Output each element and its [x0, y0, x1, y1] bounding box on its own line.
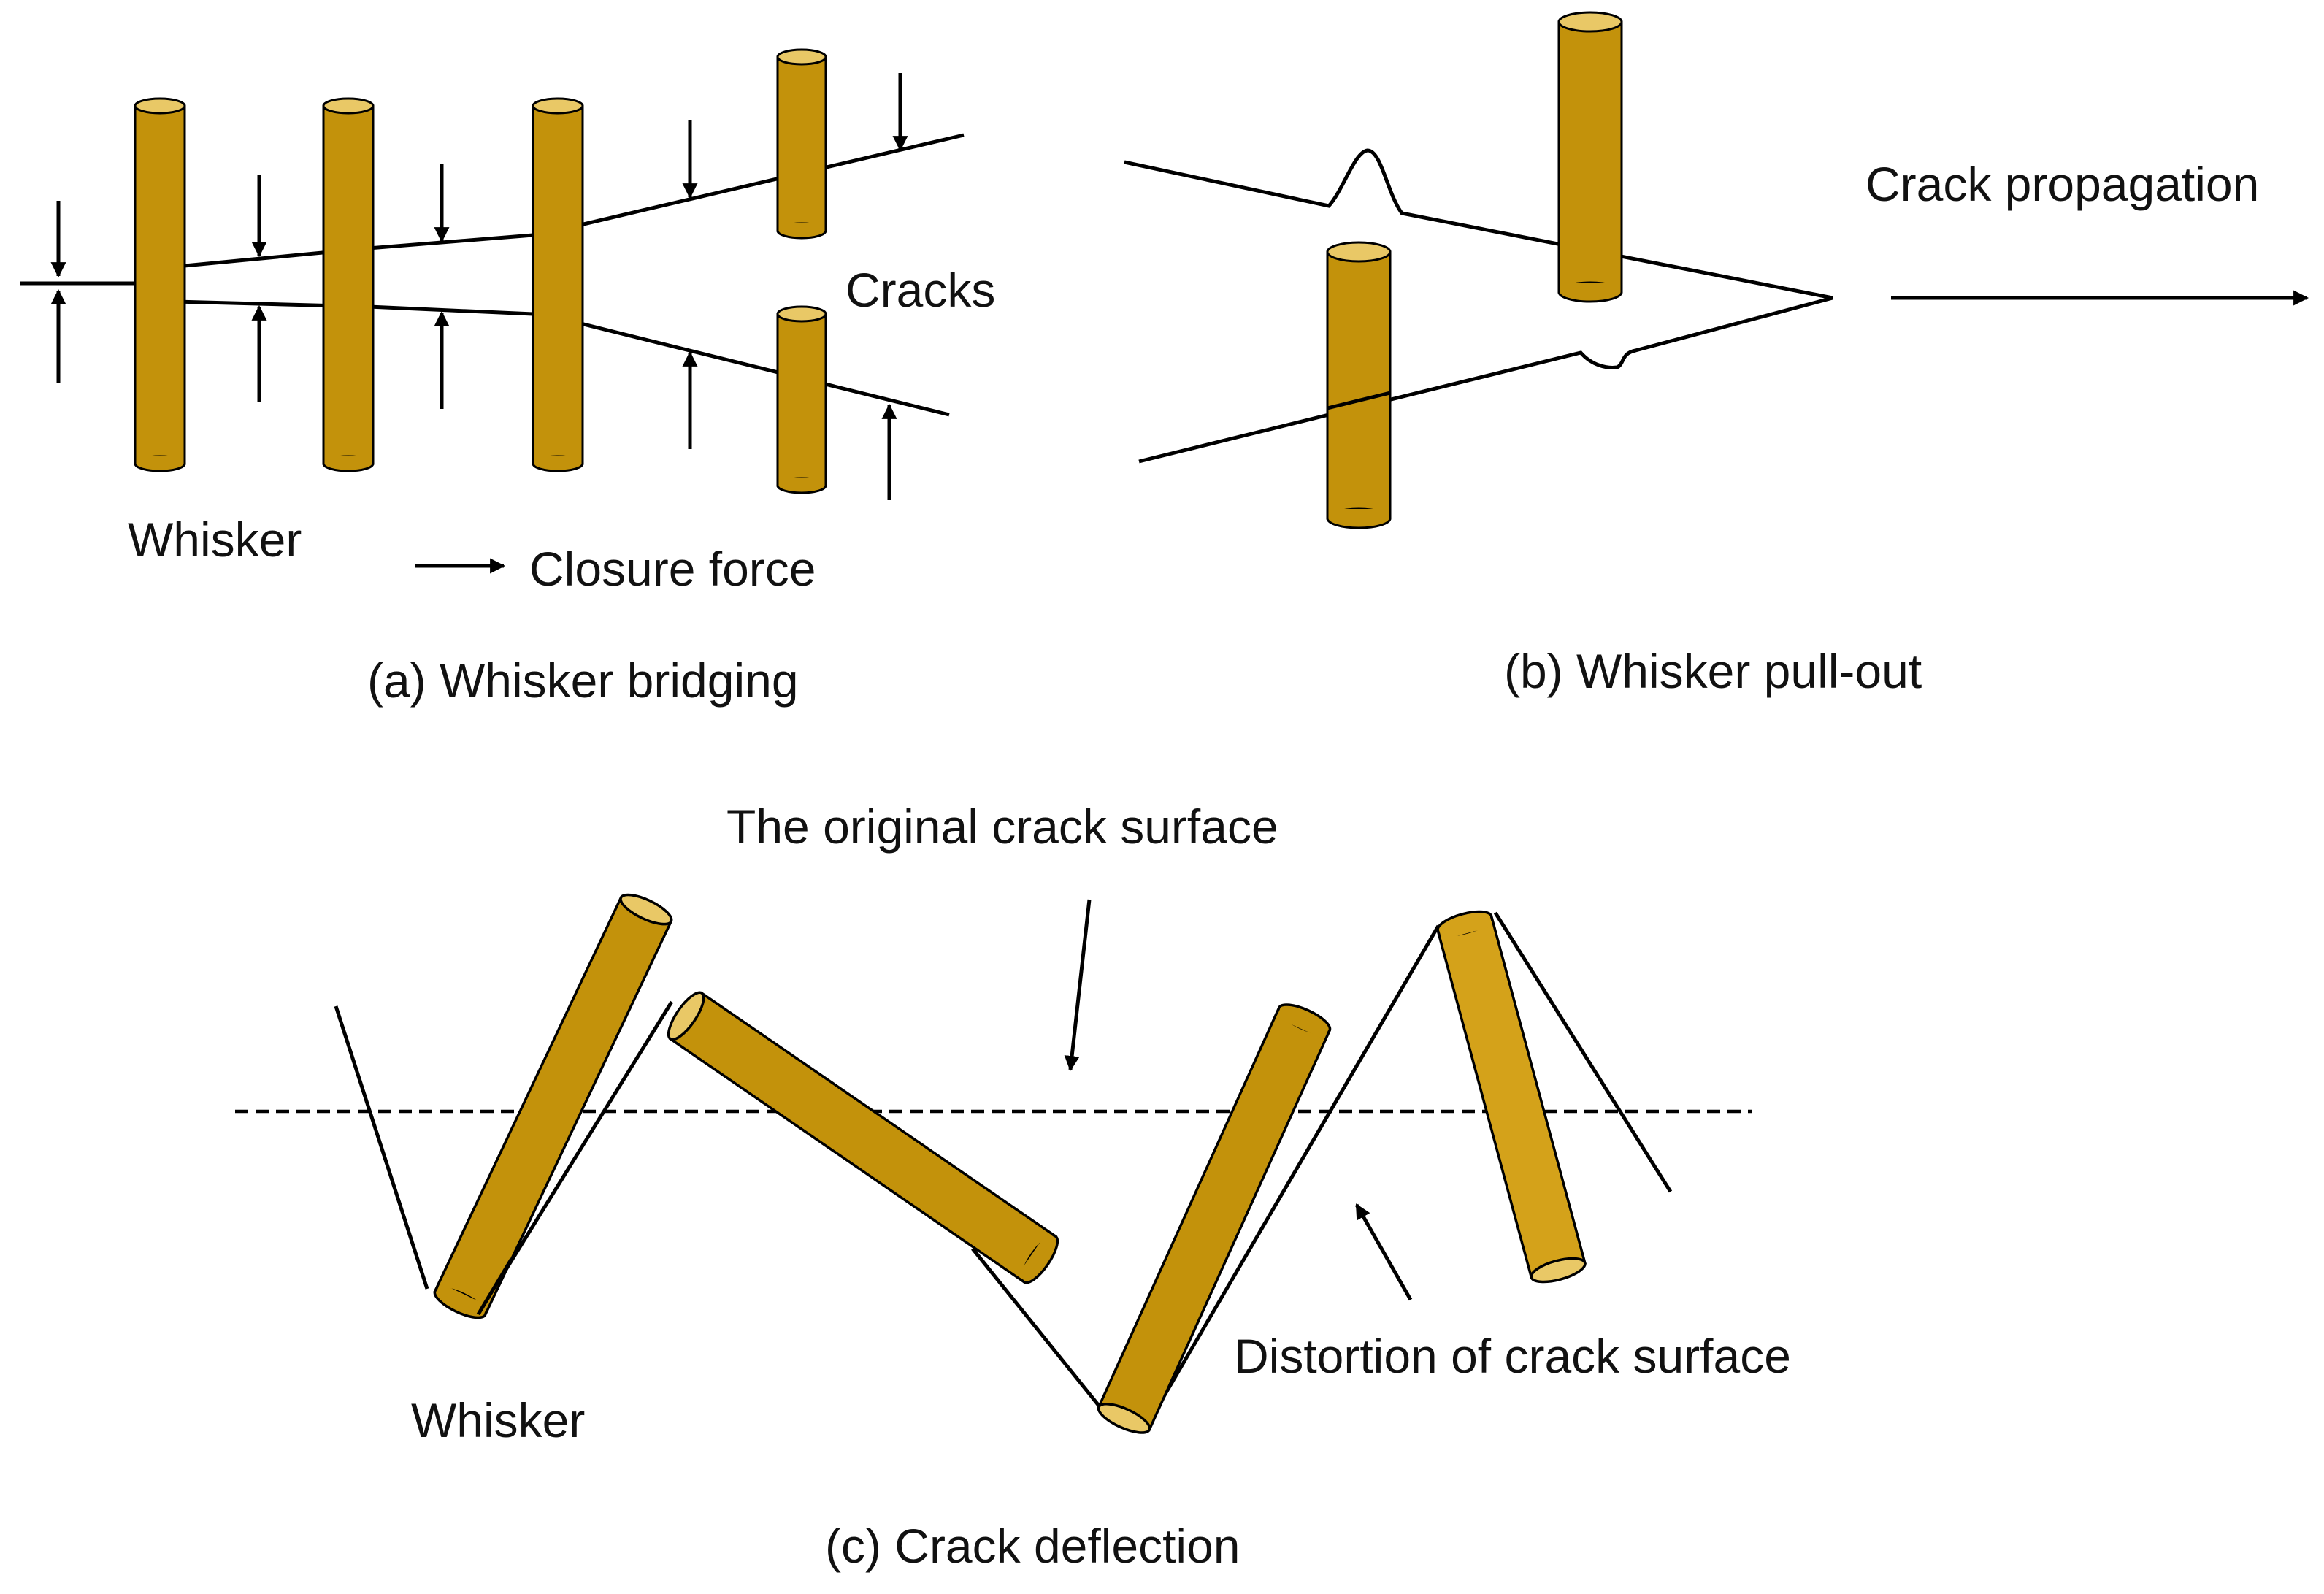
deflected-crack-path: [476, 1258, 513, 1316]
deflected-crack-path: [1493, 911, 1673, 1193]
crack-upper-surface: [1124, 148, 1833, 300]
panel-c-caption: (c) Crack deflection: [825, 1519, 1240, 1573]
whisker-cylinder: [433, 893, 673, 1319]
deflected-crack-path: [1148, 924, 1441, 1422]
original-surface-label: The original crack surface: [726, 800, 1278, 854]
whisker-cylinder: [1097, 1003, 1332, 1434]
deflected-crack-path: [971, 1247, 1100, 1407]
whisker-label: Whisker: [411, 1393, 585, 1447]
panel-b-caption: (b) Whisker pull-out: [1504, 644, 1922, 698]
original-surface-pointer: [1064, 899, 1092, 1072]
whisker-label: Whisker: [128, 513, 302, 567]
whisker-cylinder: [134, 97, 186, 472]
crack-lower-surface: [1138, 296, 1833, 464]
whisker-cylinder: [1326, 241, 1392, 529]
panel-a-whisker-bridging: Cracks Whisker Closure force (a) Whisker…: [20, 48, 995, 708]
whisker-cylinder: [776, 305, 827, 494]
crack-propagation-label: Crack propagation: [1865, 157, 2259, 211]
whisker-cylinder: [1557, 11, 1623, 303]
distortion-pointer: [1354, 1203, 1413, 1301]
cracks-label: Cracks: [845, 263, 995, 317]
closure-force-label: Closure force: [529, 542, 816, 596]
whisker-cylinder: [776, 48, 827, 240]
whisker-cylinder: [1436, 910, 1587, 1284]
deflected-crack-path: [334, 1005, 429, 1290]
distortion-label: Distortion of crack surface: [1234, 1329, 1791, 1383]
panel-c-crack-deflection: The original crack surface Distortion of…: [235, 800, 1791, 1573]
closure-force-arrows: [50, 73, 908, 500]
whisker-cylinder: [322, 97, 375, 472]
whisker-cylinder: [532, 97, 584, 472]
whisker-cylinder: [667, 991, 1059, 1284]
panel-a-caption: (a) Whisker bridging: [367, 654, 799, 708]
crack-lower-surface-over-whisker: [1327, 391, 1391, 410]
panel-b-whisker-pull-out: Crack propagation (b) Whisker pull-out: [1124, 11, 2309, 698]
